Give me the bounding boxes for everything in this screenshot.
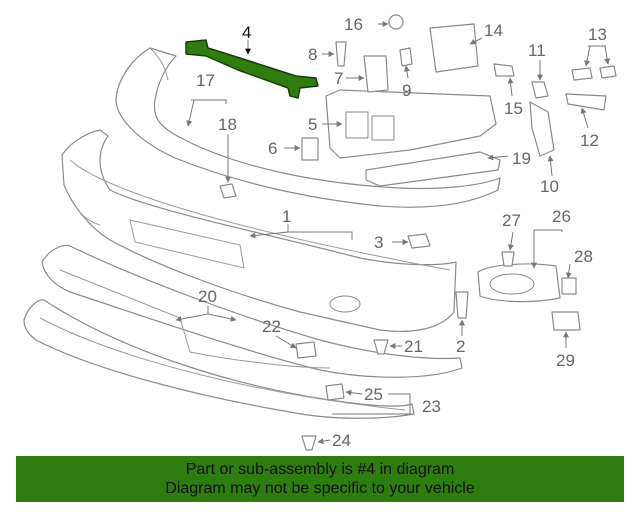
- lower-valance: [41, 244, 463, 378]
- callout-3: 3: [374, 233, 383, 252]
- highlighted-part-4: [185, 39, 319, 99]
- callout-11: 11: [528, 41, 546, 60]
- clip-22: [295, 341, 317, 359]
- callout-15: 15: [504, 99, 523, 118]
- callout-28: 28: [574, 247, 593, 266]
- upper-fascia: [115, 47, 501, 208]
- bracket-14: [429, 23, 479, 73]
- clip-25: [325, 383, 345, 401]
- push-pin-21: [373, 339, 389, 355]
- callout-labels: 1 2 3 4 5 6 7 8 9 10 11 12 13 14 15 16 1…: [196, 15, 607, 450]
- callout-4: 4: [242, 23, 251, 42]
- callout-14: 14: [484, 21, 503, 40]
- callout-17: 17: [196, 71, 215, 90]
- callout-18: 18: [218, 115, 237, 134]
- callout-22: 22: [262, 317, 281, 336]
- callout-23: 23: [422, 397, 441, 416]
- bracket-10: [529, 101, 555, 157]
- callout-12: 12: [580, 131, 599, 150]
- callout-20: 20: [198, 287, 217, 306]
- callout-9: 9: [402, 81, 411, 100]
- info-banner: Part or sub-assembly is #4 in diagram Di…: [16, 456, 624, 502]
- bolt-15: [493, 63, 515, 77]
- callout-26: 26: [552, 207, 571, 226]
- callout-21: 21: [404, 337, 423, 356]
- callout-1: 1: [282, 207, 291, 226]
- callout-7: 7: [334, 69, 343, 88]
- bolt-11: [531, 81, 549, 99]
- callout-8: 8: [308, 45, 317, 64]
- callout-24: 24: [332, 431, 351, 450]
- bolt-9: [399, 47, 413, 67]
- callout-10: 10: [540, 177, 559, 196]
- bolt-8: [335, 41, 347, 67]
- callout-25: 25: [364, 385, 383, 404]
- clip-18: [219, 183, 237, 199]
- bracket-29: [551, 311, 581, 331]
- bracket-12: [565, 93, 607, 111]
- callout-5: 5: [308, 115, 317, 134]
- nut-16: [388, 14, 404, 30]
- fog-lamp-26: [477, 263, 561, 303]
- front-bumper: [61, 129, 457, 332]
- banner-line-disclaimer: Diagram may not be specific to your vehi…: [165, 480, 475, 497]
- air-deflector: [23, 299, 415, 419]
- banner-line-part-number: Part or sub-assembly is #4 in diagram: [185, 461, 455, 478]
- callout-27: 27: [502, 211, 521, 230]
- bolts-13: [571, 65, 617, 81]
- callout-19: 19: [512, 149, 531, 168]
- callout-13: 13: [588, 25, 607, 44]
- leader-lines: [175, 21, 611, 445]
- callout-2: 2: [456, 337, 465, 356]
- callout-6: 6: [268, 139, 277, 158]
- bolt-2: [455, 291, 469, 319]
- bracket-7: [363, 55, 389, 93]
- clip-3: [407, 233, 431, 249]
- callout-16: 16: [344, 15, 363, 34]
- bolt-27: [501, 251, 515, 267]
- callout-29: 29: [556, 351, 575, 370]
- connector-28: [561, 277, 577, 295]
- impact-bar: [325, 89, 501, 187]
- push-pin-24: [301, 435, 317, 451]
- bracket-6: [301, 137, 319, 161]
